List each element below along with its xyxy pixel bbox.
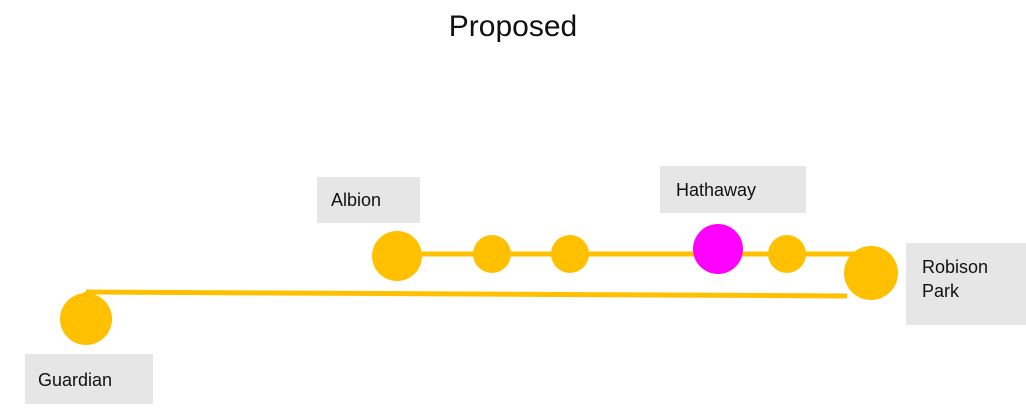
lower-route-line (85, 289, 848, 299)
station-intermediate-1 (473, 235, 511, 273)
station-albion (372, 231, 422, 281)
station-robison-park (844, 246, 898, 300)
station-hathaway (693, 224, 743, 274)
label-albion: Albion (317, 177, 420, 223)
station-guardian (60, 293, 112, 345)
station-intermediate-2 (551, 235, 589, 273)
label-guardian: Guardian (25, 354, 153, 404)
diagram-title: Proposed (448, 10, 578, 43)
station-intermediate-3 (768, 235, 806, 273)
label-robison-park: Robison Park (906, 243, 1026, 325)
label-hathaway: Hathaway (660, 166, 806, 213)
